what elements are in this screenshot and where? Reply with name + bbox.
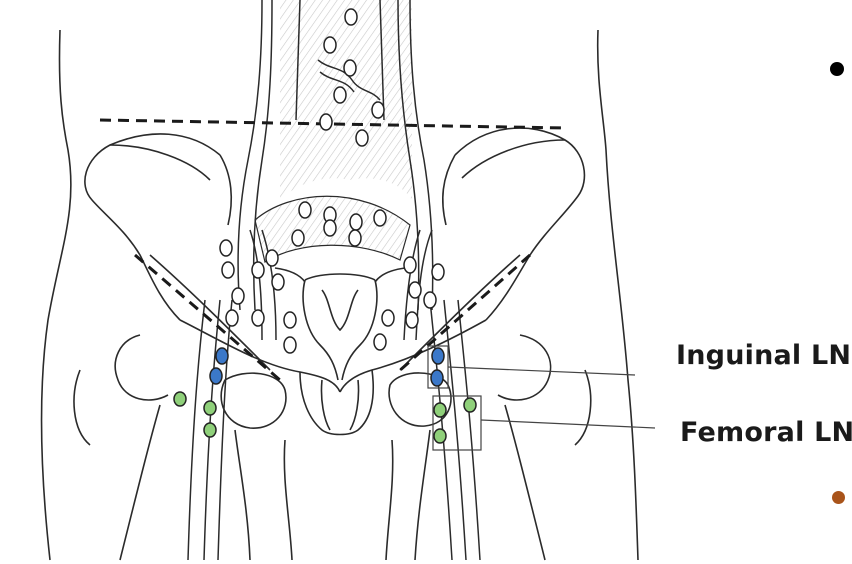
bullet-orange-dot-icon — [832, 491, 845, 504]
inguinal-leader-line — [448, 367, 635, 375]
pelvic-bones — [74, 128, 591, 560]
bullet-black-dot-icon — [830, 62, 844, 76]
inguinal-ln-label: Inguinal LN — [676, 340, 851, 371]
femoral-ln-label: Femoral LN — [680, 417, 852, 448]
callouts — [428, 346, 655, 450]
femoral-leader-line — [481, 420, 655, 428]
